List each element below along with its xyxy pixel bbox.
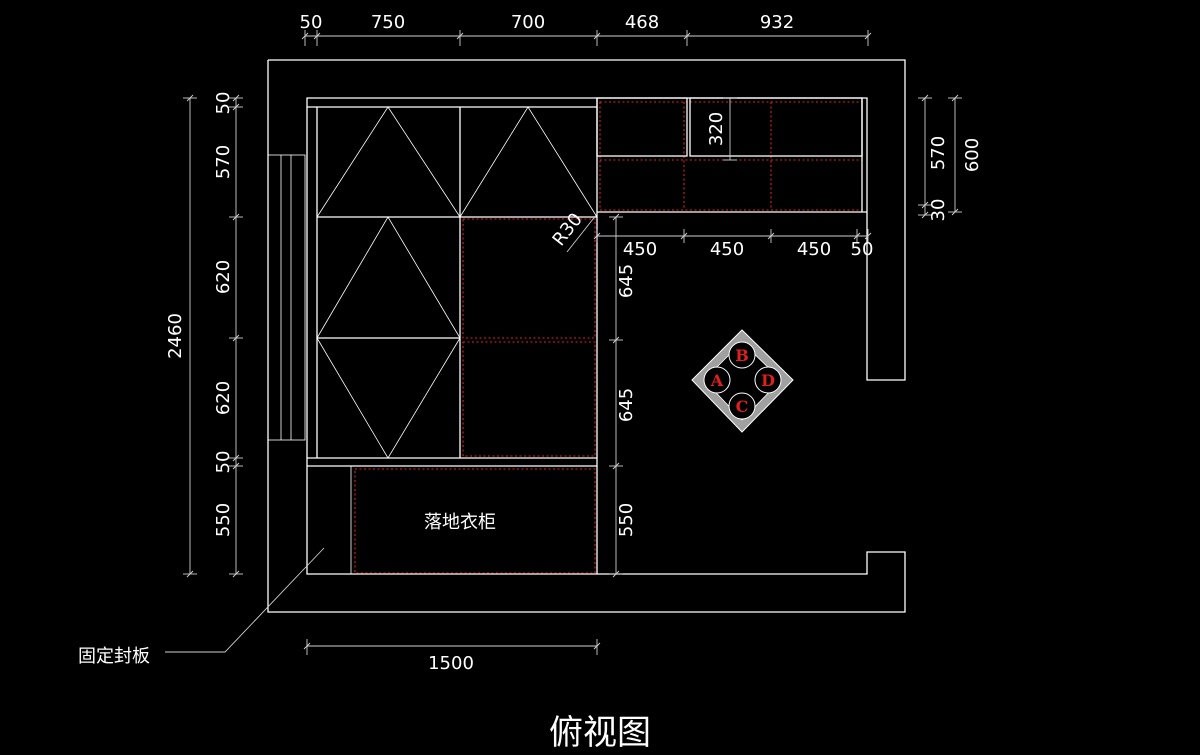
right-dimension-chain: 600 570 30	[918, 94, 983, 222]
radius-label: R30	[548, 209, 586, 250]
dim-upper-320: 320	[706, 112, 727, 146]
dim-mid-0: 450	[623, 239, 657, 260]
top-dimension-chain: 50 750 700 468 932	[300, 12, 872, 46]
dim-left-0: 50	[213, 92, 234, 115]
dim-mid-2: 450	[797, 239, 831, 260]
compass-letter-c: C	[736, 397, 749, 416]
dim-mid-1: 450	[710, 239, 744, 260]
mid-dimension-chain: 450 450 450 50	[593, 229, 874, 260]
dim-top-0: 50	[300, 12, 323, 33]
compass-symbol: B A D C	[691, 329, 794, 433]
dim-mid-3: 50	[851, 239, 874, 260]
fixed-panel-strip	[267, 154, 306, 441]
upper-cabinet	[350, 97, 867, 574]
dim-top-3: 468	[625, 12, 659, 33]
compass-letter-b: B	[735, 346, 749, 365]
upper-cabinet-depth-dim: 320	[706, 97, 737, 161]
dim-left-total: 2460	[165, 313, 186, 359]
wardrobe-doors	[307, 106, 598, 467]
compass-letter-a: A	[710, 371, 724, 390]
dim-right-30: 30	[928, 199, 949, 222]
inner-dimension-chain: 645 645 550	[609, 213, 637, 578]
dim-top-4: 932	[760, 12, 794, 33]
left-dimension-chains: 2460 50 570 620 620 50 550	[165, 92, 243, 578]
dim-inner-0: 645	[616, 264, 637, 298]
room-walls	[267, 59, 906, 613]
radius-callout: R30	[548, 209, 598, 253]
dim-right-600: 600	[962, 138, 983, 172]
dim-left-5: 550	[213, 503, 234, 537]
dim-left-3: 620	[213, 381, 234, 415]
drawing-title: 俯视图	[549, 713, 651, 753]
compass-letter-d: D	[761, 371, 775, 390]
dim-bottom: 1500	[428, 653, 474, 674]
fixed-panel-label: 固定封板	[78, 646, 150, 667]
dim-top-1: 750	[371, 12, 405, 33]
dim-left-1: 570	[213, 145, 234, 179]
dim-inner-2: 550	[616, 503, 637, 537]
dim-left-4: 50	[213, 451, 234, 474]
dim-right-570: 570	[928, 136, 949, 170]
wardrobe-label: 落地衣柜	[424, 512, 496, 533]
bottom-dimension: 1500	[303, 639, 601, 674]
fixed-panel-leader: 固定封板	[78, 547, 325, 667]
dim-inner-1: 645	[616, 388, 637, 422]
dim-top-2: 700	[511, 12, 545, 33]
dim-left-2: 620	[213, 260, 234, 294]
